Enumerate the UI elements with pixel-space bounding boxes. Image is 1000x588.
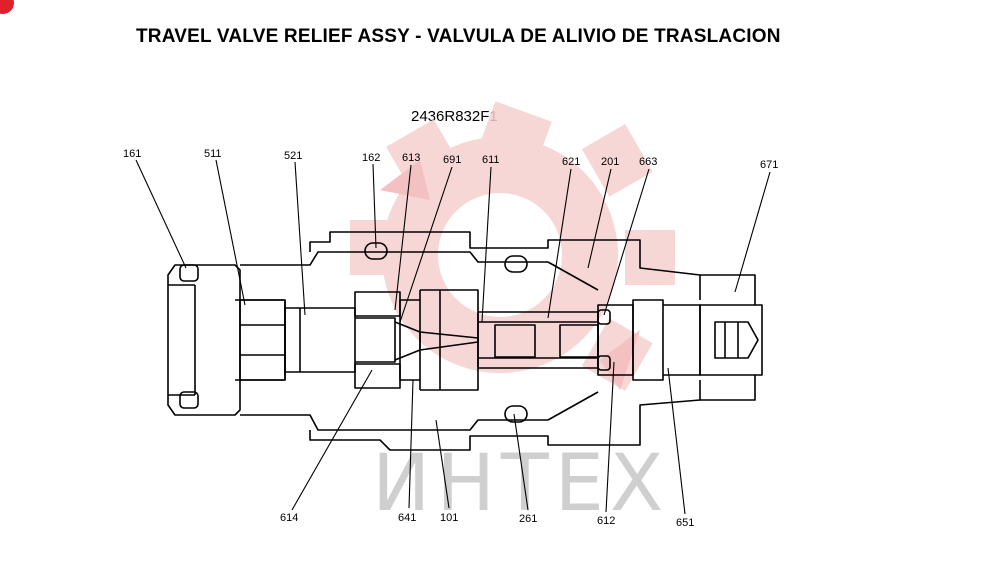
label-651: 651 <box>676 517 694 529</box>
leader-lines <box>135 159 771 515</box>
label-663: 663 <box>639 156 657 168</box>
label-612: 612 <box>597 515 615 527</box>
label-521: 521 <box>284 150 302 162</box>
watermark-text: ИНТЕХ <box>372 439 669 529</box>
label-691: 691 <box>443 154 461 166</box>
label-162: 162 <box>362 152 380 164</box>
label-621: 621 <box>562 156 580 168</box>
label-614: 614 <box>280 512 298 524</box>
label-511: 511 <box>204 148 222 160</box>
label-261: 261 <box>519 513 537 525</box>
valve-body <box>167 231 763 451</box>
page-title: TRAVEL VALVE RELIEF ASSY - VALVULA DE AL… <box>136 26 781 47</box>
watermark-gear <box>350 101 675 391</box>
label-611: 611 <box>482 154 500 166</box>
label-641: 641 <box>398 512 416 524</box>
label-613: 613 <box>402 152 420 164</box>
label-201: 201 <box>601 156 619 168</box>
label-671: 671 <box>760 159 778 171</box>
corner-badge <box>0 0 14 14</box>
label-101: 101 <box>440 512 458 524</box>
label-161: 161 <box>123 148 141 160</box>
callout-labels: 161 511 521 162 613 691 611 621 201 663 … <box>123 148 778 529</box>
